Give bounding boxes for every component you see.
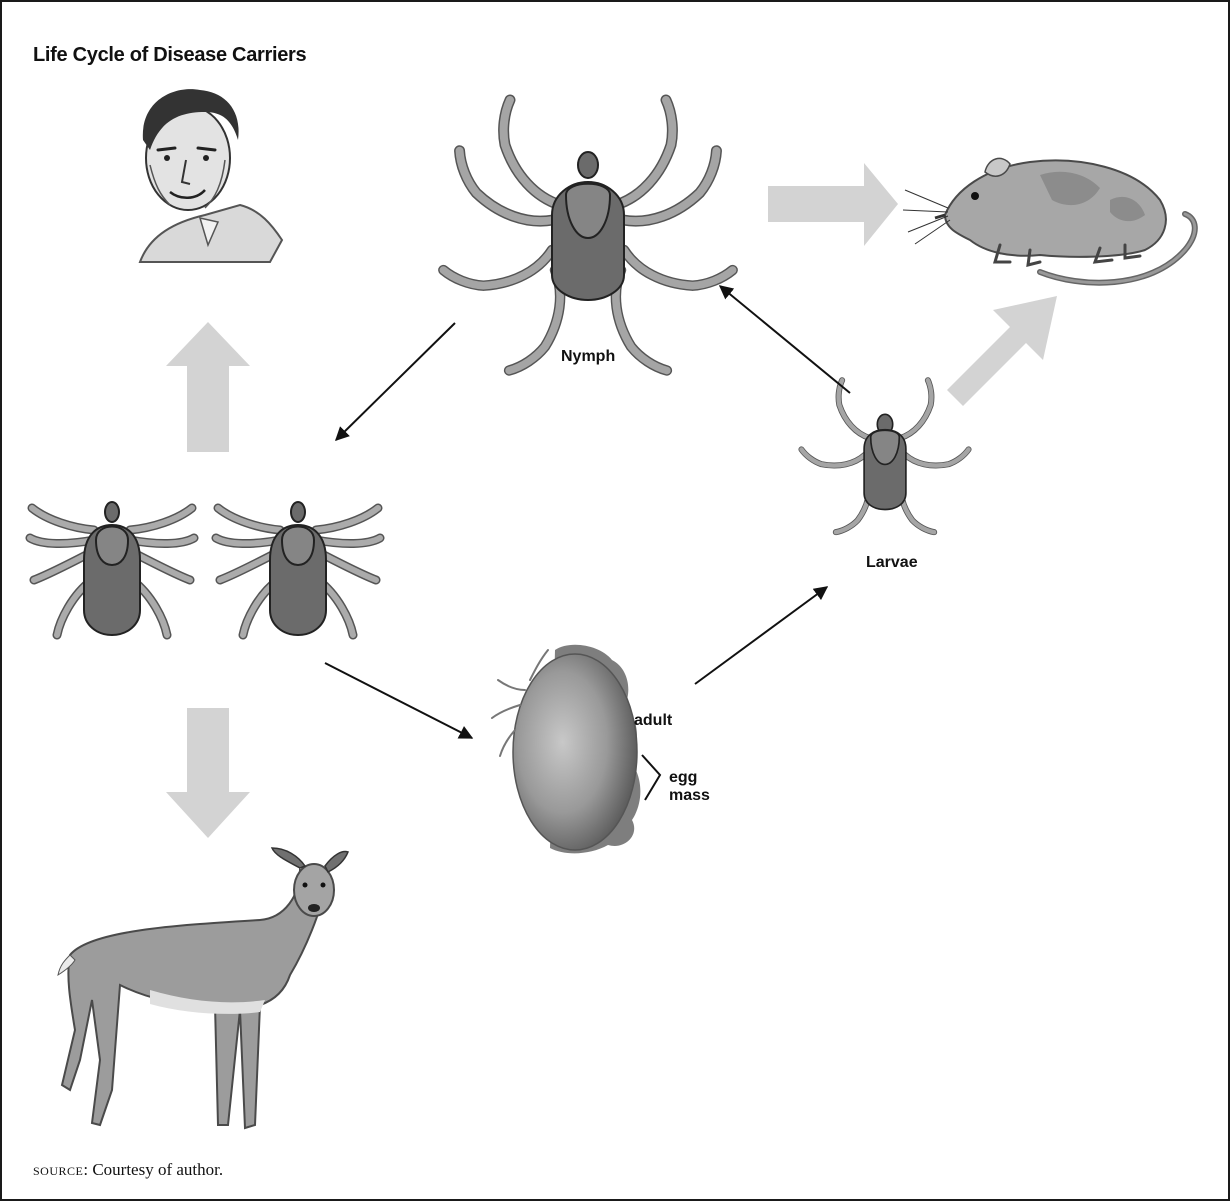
host-arrow-down [166, 708, 250, 838]
adult-tick-illustration-left [30, 502, 194, 635]
nymph-tick-illustration [442, 100, 734, 375]
egg-mass-label-line1: egg [669, 769, 697, 787]
cycle-arrow-larvae-to-nymph [720, 286, 850, 393]
host-arrow-right [768, 163, 898, 246]
deer-host-illustration [58, 848, 348, 1128]
human-host-illustration [140, 89, 282, 262]
cycle-arrow-egg-to-larvae [695, 587, 827, 684]
source-text: : Courtesy of author. [83, 1160, 223, 1179]
adult-tick-illustration-right [216, 502, 380, 635]
source-keyword: source [33, 1160, 83, 1179]
nymph-label: Nymph [561, 348, 615, 366]
cycle-arrow-adult-to-egg [325, 663, 472, 738]
larva-tick-illustration [800, 380, 971, 535]
adult-label: adult [634, 712, 672, 730]
engorged-adult-with-egg-mass-illustration [492, 645, 660, 854]
egg-mass-label-line2: mass [669, 787, 710, 805]
cycle-arrow-nymph-to-adult [336, 323, 455, 440]
larvae-label: Larvae [866, 554, 918, 572]
host-arrow-diagonal [947, 296, 1057, 406]
rodent-host-illustration [903, 158, 1195, 282]
source-note: source: Courtesy of author. [33, 1160, 223, 1180]
host-arrow-up [166, 322, 250, 452]
